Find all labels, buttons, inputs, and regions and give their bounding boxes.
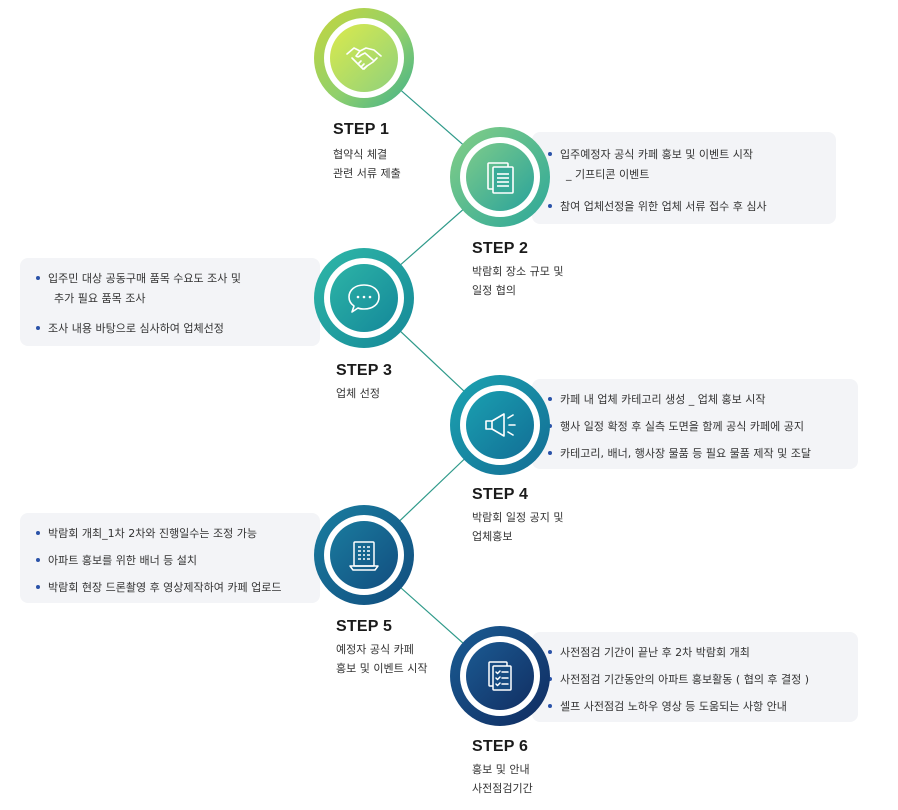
step4-desc: 박람회 일정 공지 및 업체홍보	[472, 511, 564, 543]
step3-notes-box: 입주민 대상 공동구매 품목 수요도 조사 및 추가 필요 품목 조사 조사 내…	[20, 258, 320, 346]
note-item: 아파트 홍보를 위한 배너 등 설치	[36, 552, 304, 568]
documents-icon	[487, 162, 514, 194]
step2-notes-box: 입주예정자 공식 카페 홍보 및 이벤트 시작 _ 기프티콘 이벤트 참여 업체…	[532, 132, 836, 224]
step3-circle	[314, 248, 414, 348]
note-item: 카페 내 업체 카테고리 생성 _ 업체 홍보 시작	[548, 391, 842, 407]
note-item: 사전점검 기간이 끝난 후 2차 박람회 개최	[548, 644, 842, 660]
megaphone-icon	[485, 413, 516, 437]
chat-bubble-icon	[348, 284, 380, 313]
step6-desc: 홍보 및 안내 사전점검기간	[472, 763, 533, 795]
step6-circle	[450, 626, 550, 726]
step2-desc: 박람회 장소 규모 및 일정 협의	[472, 265, 564, 297]
note-item: 입주예정자 공식 카페 홍보 및 이벤트 시작 _ 기프티콘 이벤트	[548, 146, 820, 182]
step5-circle	[314, 505, 414, 605]
step1-title: STEP 1	[333, 121, 390, 138]
note-item: 조사 내용 바탕으로 심사하여 업체선정	[36, 320, 304, 336]
step4-title: STEP 4	[472, 486, 529, 503]
note-item: 카테고리, 배너, 행사장 물품 등 필요 물품 제작 및 조달	[548, 445, 842, 461]
step1-desc: 협약식 체결 관련 서류 제출	[333, 148, 401, 180]
note-item: 박람회 개최_1차 2차와 진행일수는 조정 가능	[36, 525, 304, 541]
step4-circle	[450, 375, 550, 475]
step5-desc: 예정자 공식 카페 홍보 및 이벤트 시작	[336, 643, 428, 675]
step5-title: STEP 5	[336, 618, 393, 635]
note-item: 행사 일정 확정 후 실측 도면을 함께 공식 카페에 공지	[548, 418, 842, 434]
step4-notes-box: 카페 내 업체 카테고리 생성 _ 업체 홍보 시작 행사 일정 확정 후 실측…	[532, 379, 858, 469]
note-item: 셀프 사전점검 노하우 영상 등 도움되는 사항 안내	[548, 698, 842, 714]
step1-circle	[314, 8, 414, 108]
step2-title: STEP 2	[472, 240, 529, 257]
step3-title: STEP 3	[336, 362, 393, 379]
step6-notes-box: 사전점검 기간이 끝난 후 2차 박람회 개최 사전점검 기간동안의 아파트 홍…	[532, 632, 858, 722]
handshake-icon	[346, 47, 382, 70]
step3-desc: 업체 선정	[336, 387, 380, 400]
step5-notes-box: 박람회 개최_1차 2차와 진행일수는 조정 가능 아파트 홍보를 위한 배너 …	[20, 513, 320, 603]
note-item: 참여 업체선정을 위한 업체 서류 접수 후 심사	[548, 198, 820, 214]
building-icon	[349, 541, 379, 571]
note-item: 박람회 현장 드론촬영 후 영상제작하여 카페 업로드	[36, 579, 304, 595]
checklist-icon	[488, 661, 512, 691]
step6-title: STEP 6	[472, 738, 529, 755]
step2-circle	[450, 127, 550, 227]
note-item: 사전점검 기간동안의 아파트 홍보활동 ( 협의 후 결정 )	[548, 671, 842, 687]
note-item: 입주민 대상 공동구매 품목 수요도 조사 및 추가 필요 품목 조사	[36, 270, 304, 306]
